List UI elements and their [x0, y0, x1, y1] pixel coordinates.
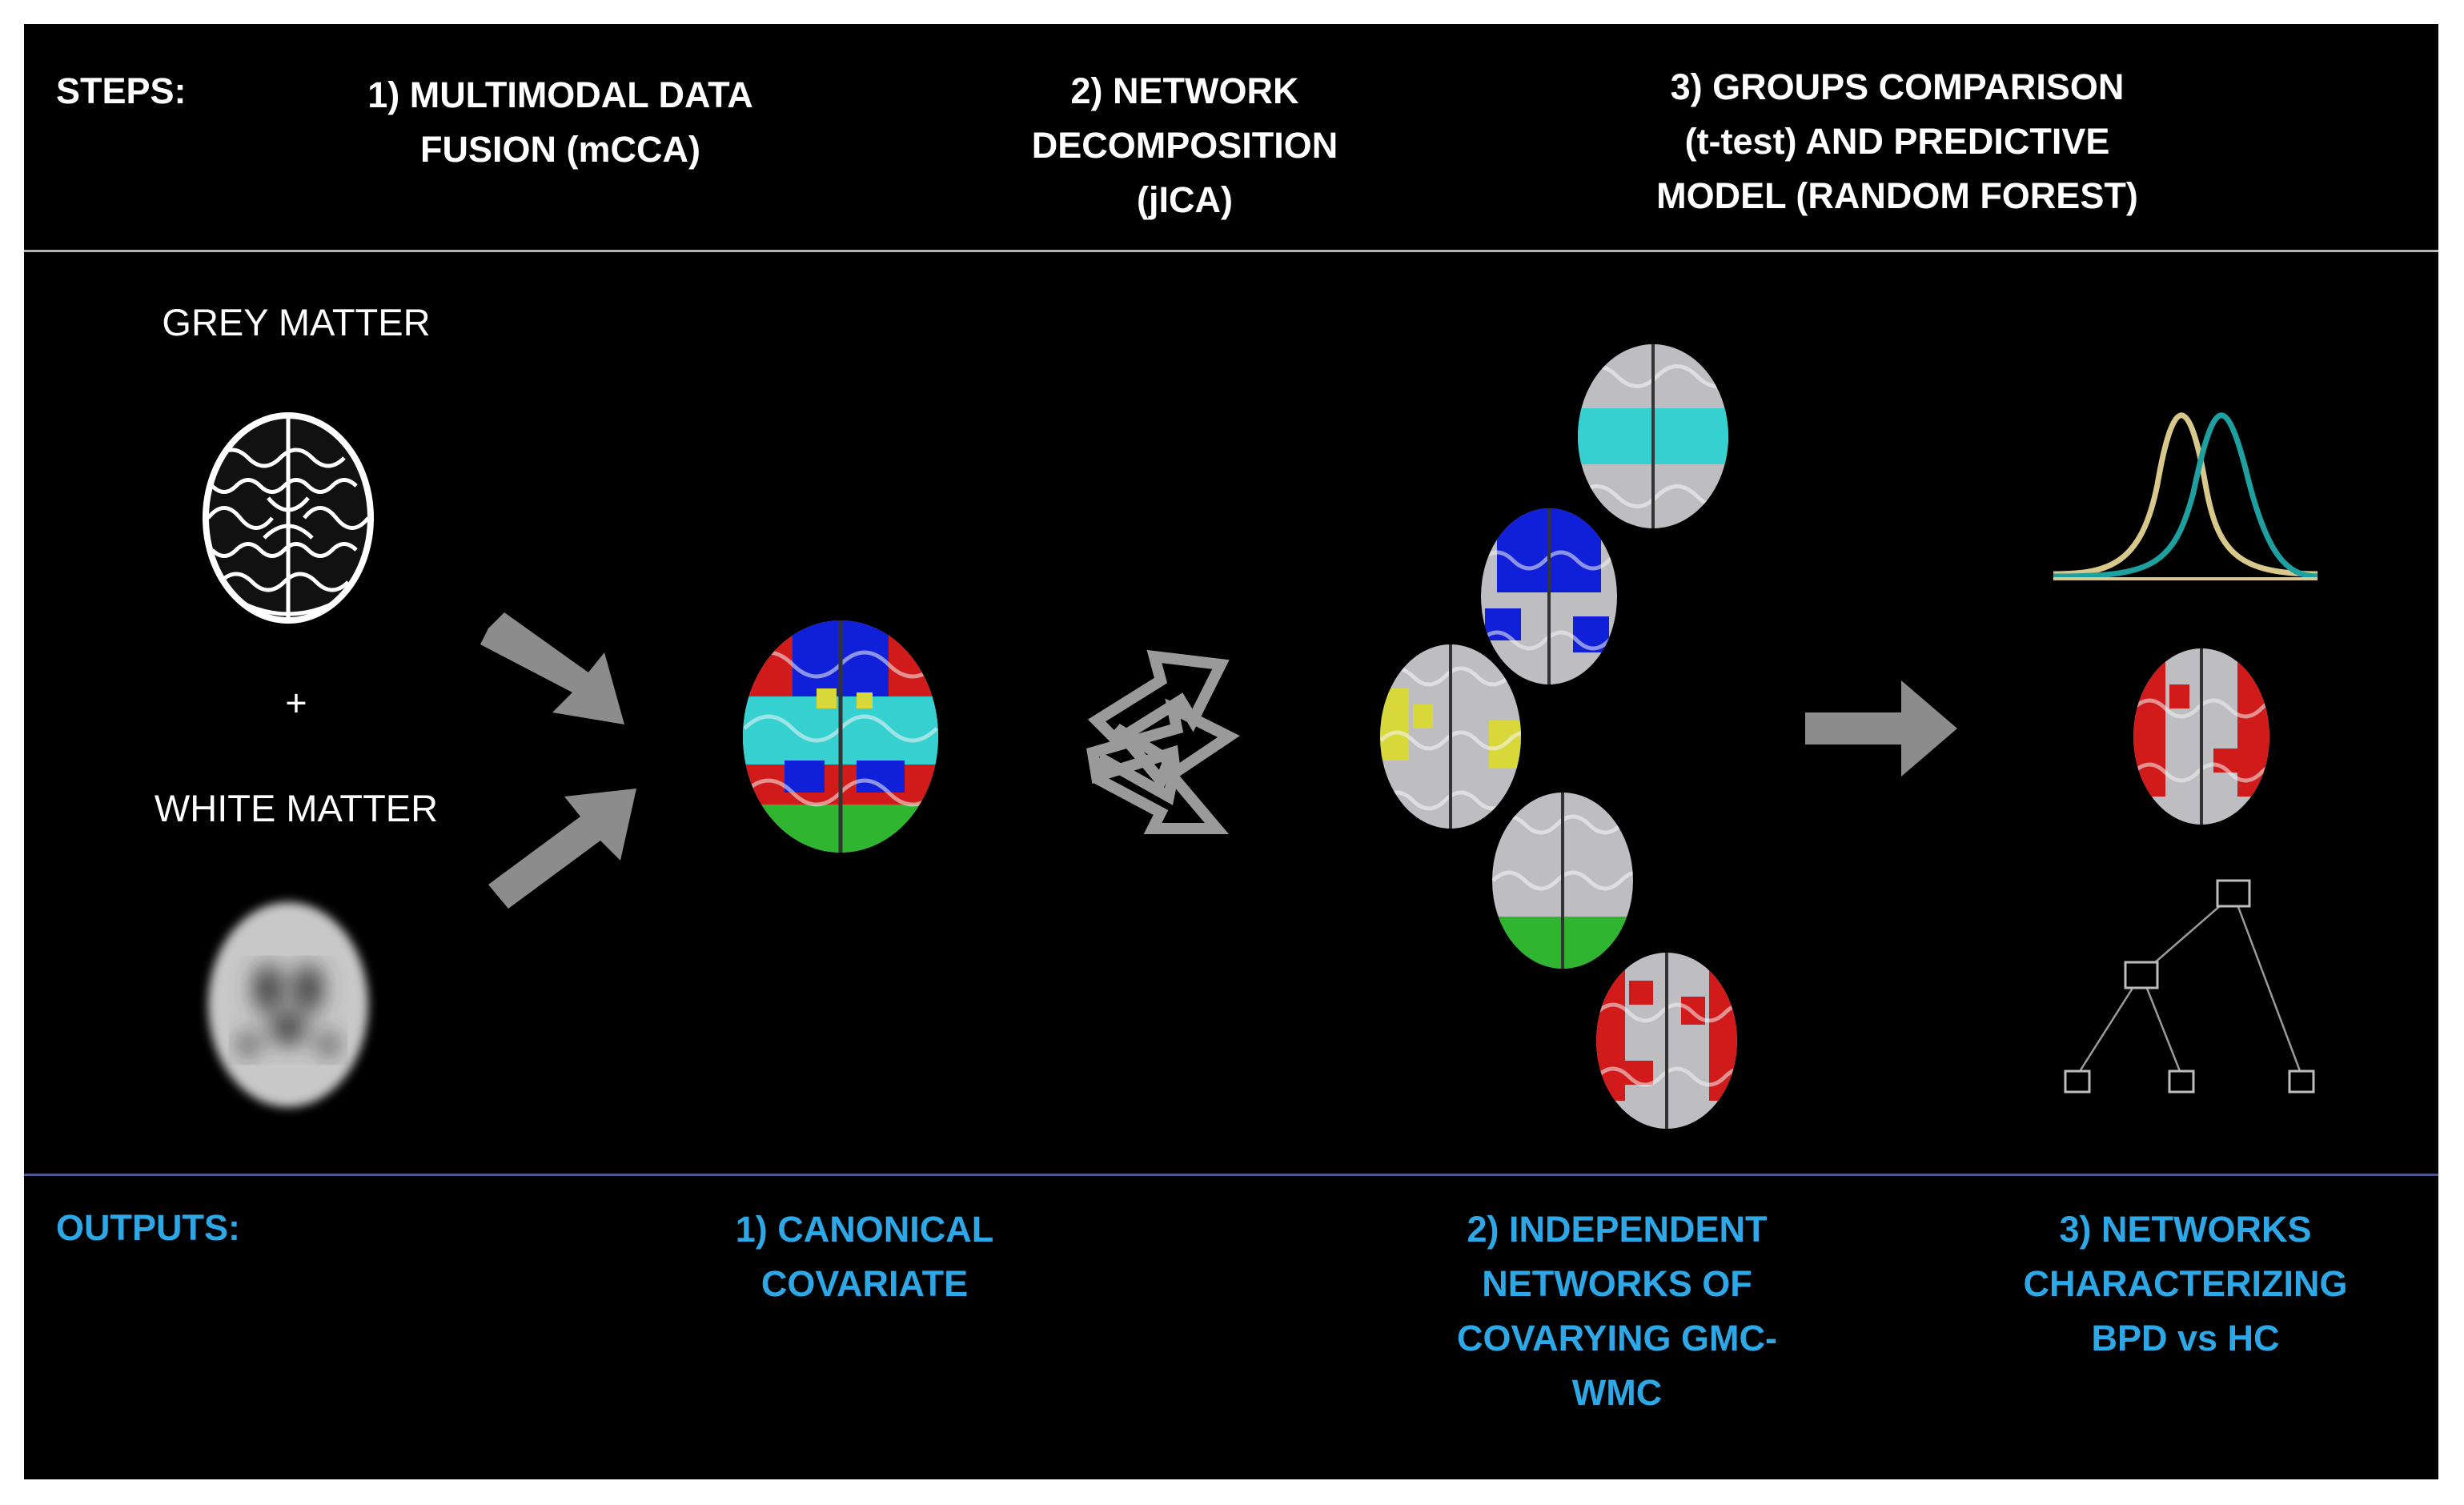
outputs-divider	[24, 1174, 2438, 1176]
white-matter-scan-icon	[208, 902, 368, 1107]
plus-sign: +	[285, 681, 307, 724]
header-divider	[24, 250, 2438, 252]
step-3-title: 3) GROUPS COMPARISON (t-test) AND PREDIC…	[1656, 66, 2138, 216]
network-green-brain-icon	[1492, 793, 1633, 969]
distribution-curves-icon	[2053, 412, 2318, 580]
outputs-label: OUTPUTS:	[56, 1207, 240, 1248]
steps-label: STEPS:	[56, 70, 187, 111]
network-red-brain-icon	[1596, 953, 1737, 1129]
fan-arrows-icon	[1086, 649, 1240, 834]
step-2-title: 2) NETWORK DECOMPOSITION (jICA)	[1031, 70, 1338, 220]
arrow-networks-to-results-icon	[1805, 680, 1957, 777]
output-2-independent-networks: 2) INDEPENDENT NETWORKS OF COVARYING GMC…	[1457, 1209, 1777, 1413]
decision-tree-icon	[2064, 879, 2315, 1094]
output-1-canonical-covariate: 1) CANONICAL COVARIATE	[735, 1209, 994, 1304]
arrow-grey-to-cca-icon	[480, 612, 624, 724]
diagram-panel: STEPS: 1) MULTIMODAL DATA FUSION (mCCA) …	[24, 24, 2438, 1479]
result-red-brain-icon	[2133, 648, 2269, 825]
grey-matter-label: GREY MATTER	[162, 301, 431, 343]
step-1-title: 1) MULTIMODAL DATA FUSION (mCCA)	[367, 74, 753, 170]
white-matter-label: WHITE MATTER	[154, 787, 439, 829]
network-blue-brain-icon	[1481, 508, 1617, 684]
canonical-covariate-brain-icon	[743, 620, 938, 853]
arrow-white-to-cca-icon	[488, 789, 636, 909]
network-yellow-brain-icon	[1380, 644, 1521, 829]
network-cyan-brain-icon	[1578, 344, 1728, 528]
output-3-networks-characterizing: 3) NETWORKS CHARACTERIZING BPD vs HC	[2023, 1209, 2348, 1359]
grey-matter-scan-icon	[203, 412, 374, 624]
